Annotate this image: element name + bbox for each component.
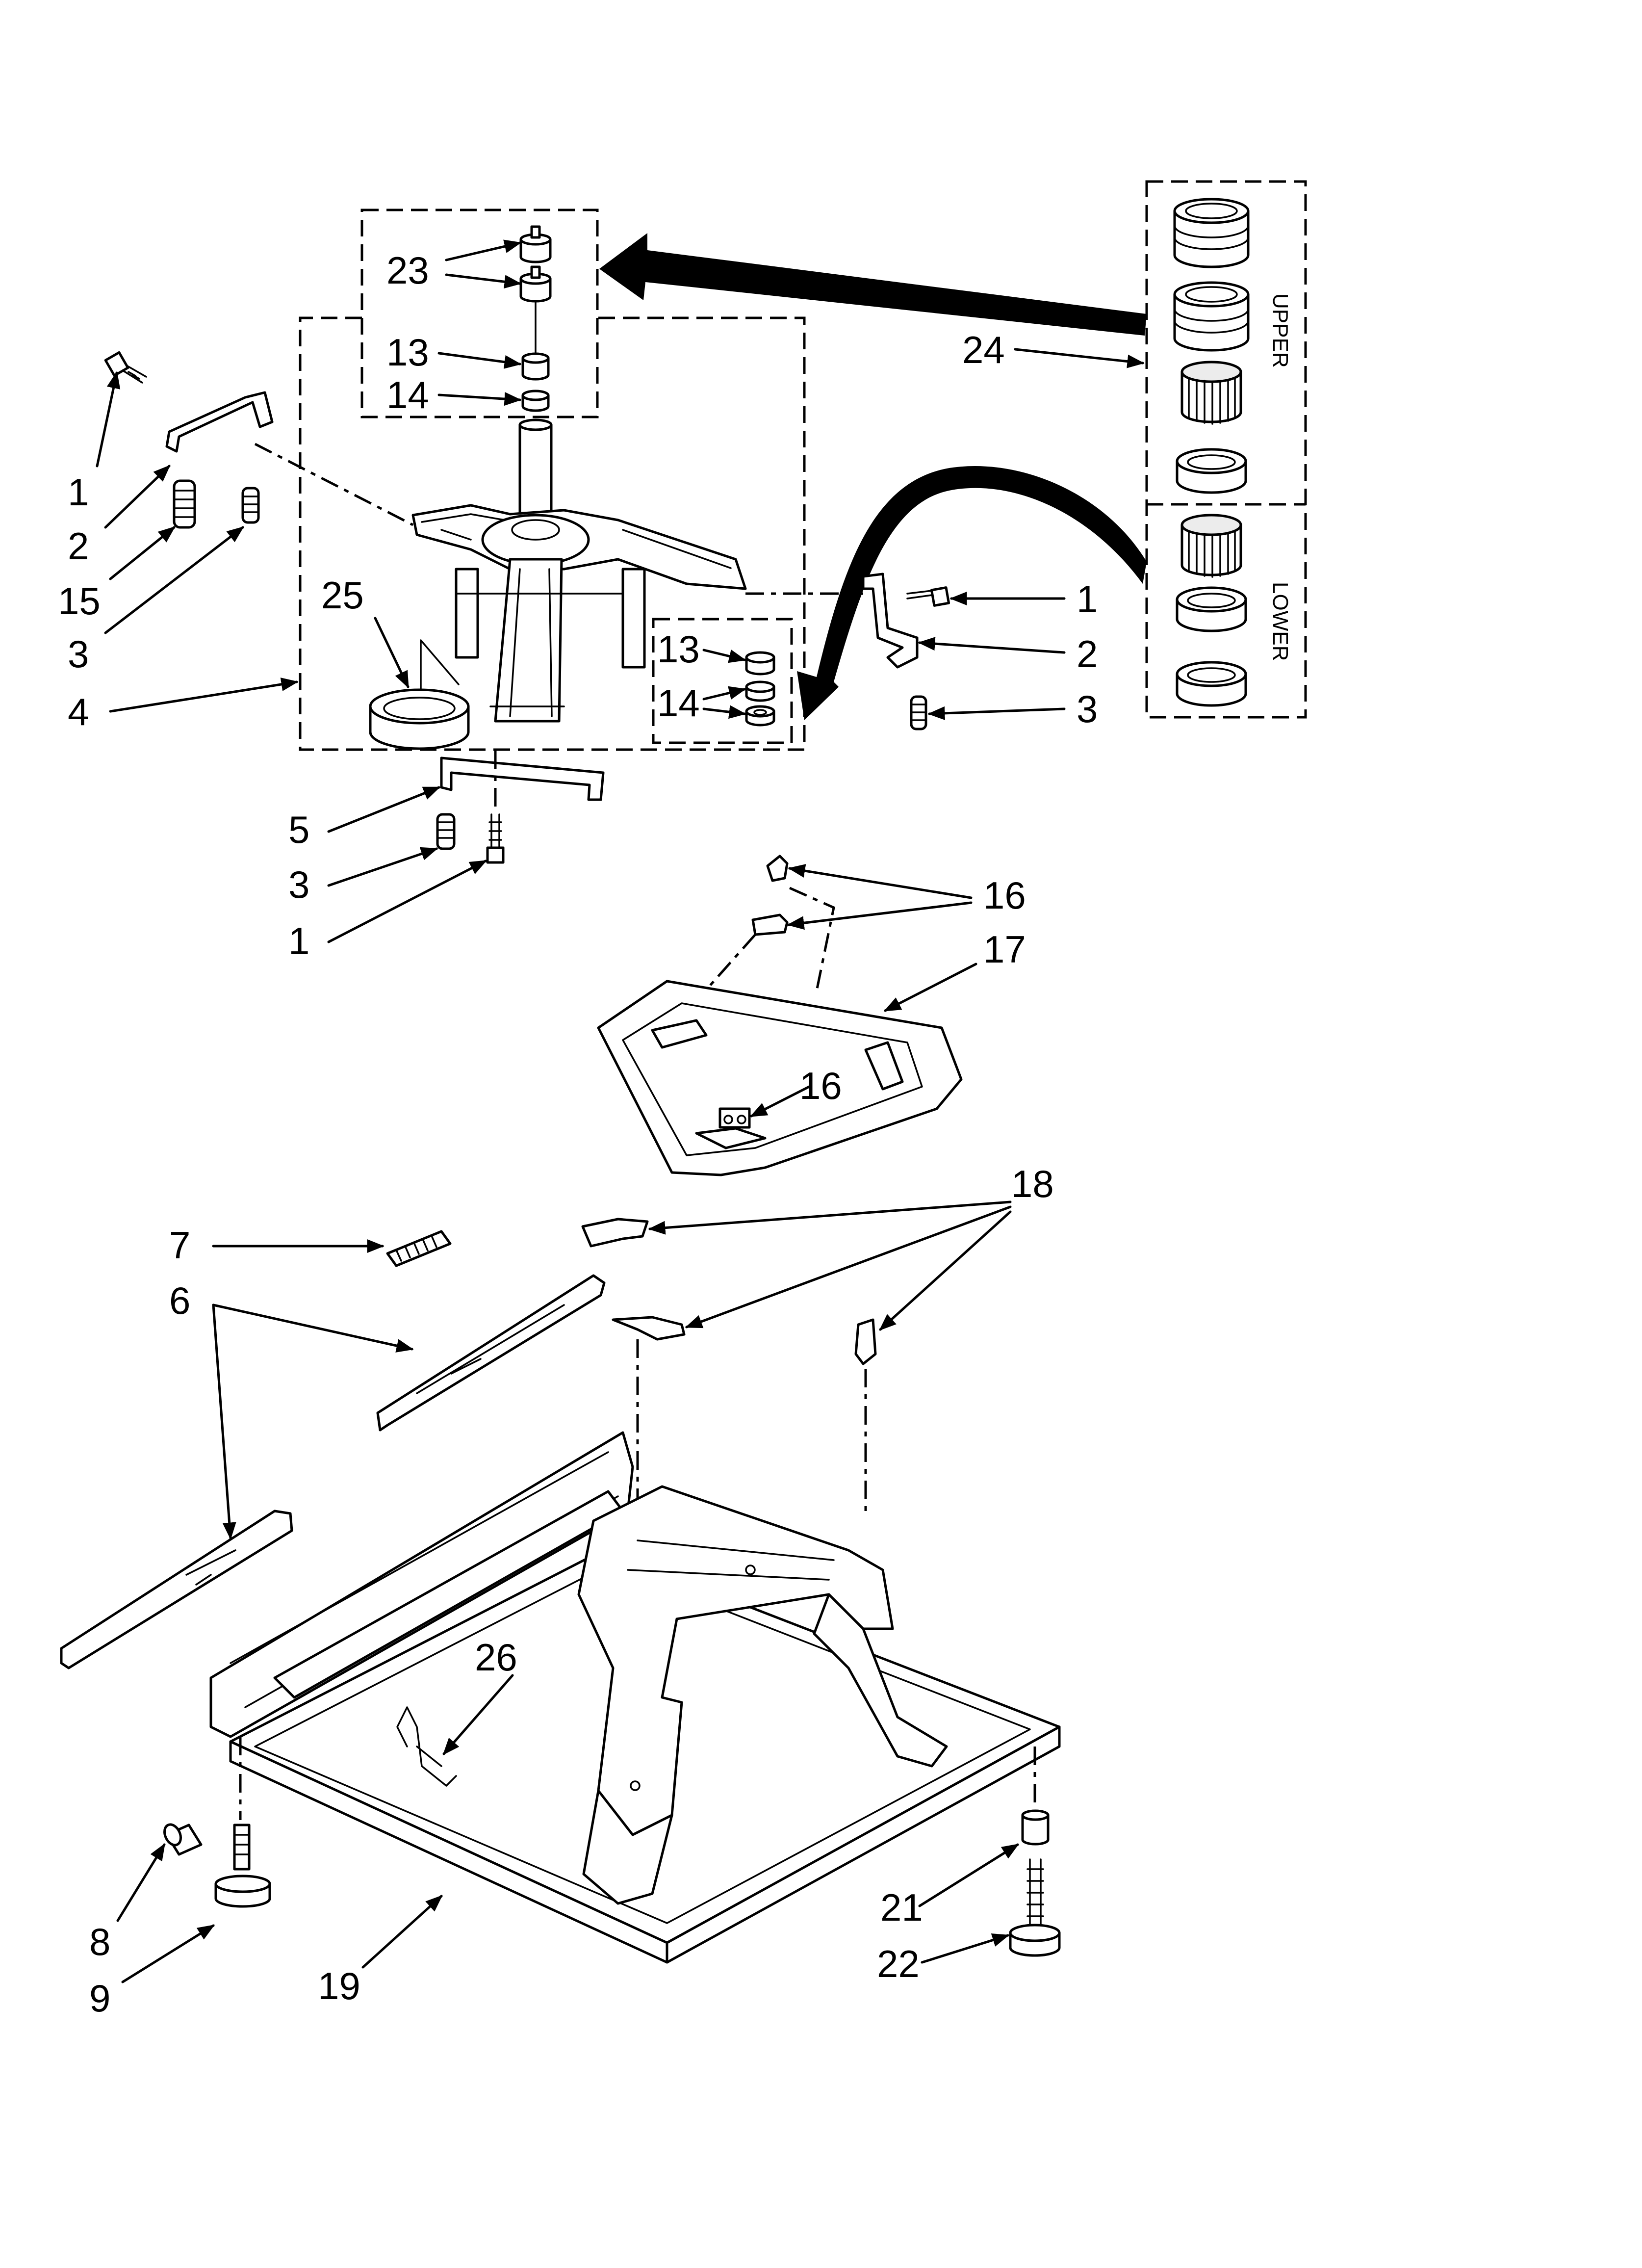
callout-4: 4 <box>68 690 89 733</box>
callout-13-upper: 13 <box>386 331 429 374</box>
right-spring-icon <box>910 695 927 730</box>
clip-18-c-icon <box>854 1318 877 1365</box>
callout-18: 18 <box>1011 1162 1054 1205</box>
hook-26-icon <box>396 1706 457 1787</box>
seal-pointer-line <box>420 639 460 690</box>
callout-1-right: 1 <box>1077 577 1098 621</box>
center-support-icon <box>597 980 963 1176</box>
lower-mount-washer-1-icon <box>745 680 775 702</box>
right-bolt-icon <box>906 586 950 607</box>
upper-gear-bushing-icon <box>1180 361 1242 425</box>
callout-3-bottom: 3 <box>288 863 309 906</box>
callout-labels: 23 13 14 24 1 2 15 3 25 4 13 14 1 2 3 5 … <box>58 249 1098 2020</box>
callout-6: 6 <box>169 1279 190 1322</box>
clip-16-top-icon <box>766 855 789 882</box>
repair-kit-panel <box>1145 180 1307 719</box>
callout-7: 7 <box>169 1224 190 1267</box>
left-spring-3-icon <box>241 487 260 524</box>
clip-18-b-icon <box>612 1316 686 1341</box>
callout-21: 21 <box>880 1886 923 1929</box>
clip-16-dash-2 <box>695 934 756 1002</box>
callout-14-upper: 14 <box>386 373 429 417</box>
callout-9: 9 <box>89 1977 110 2020</box>
left-bracket-dash <box>254 443 414 526</box>
upper-mount-bushing-2-icon <box>519 265 552 354</box>
callout-3-right: 3 <box>1077 687 1098 730</box>
seal-ring-icon <box>369 688 470 750</box>
right-bracket-icon <box>862 573 919 669</box>
callout-14-lower: 14 <box>657 681 700 725</box>
callout-1-left: 1 <box>68 470 89 514</box>
callout-22: 22 <box>877 1942 920 1985</box>
upper-kit-arrow <box>599 233 1147 336</box>
callout-8: 8 <box>89 1920 110 1963</box>
upper-mount-washer-icon <box>521 390 550 412</box>
callout-2-left: 2 <box>68 524 89 568</box>
upper-label: UPPER <box>1268 293 1292 368</box>
upper-mount-spacer-icon <box>521 352 550 381</box>
lower-bolt-icon <box>486 813 505 864</box>
upper-ring-1-icon <box>1173 198 1250 268</box>
clip-16-mid-icon <box>751 913 789 936</box>
suspension-assembly-icon <box>411 418 747 723</box>
callout-25: 25 <box>321 574 364 617</box>
callout-16-top: 16 <box>983 874 1026 917</box>
spacer-21-icon <box>1021 1809 1050 1846</box>
callout-2-right: 2 <box>1077 632 1098 676</box>
lower-spring-icon <box>436 813 456 850</box>
lower-bracket-icon <box>440 756 605 801</box>
spring-7-icon <box>386 1230 452 1267</box>
clip-16-lower-icon <box>718 1107 751 1129</box>
lower-seat-ring-2-icon <box>1176 661 1247 707</box>
clip-18-a-icon <box>581 1218 649 1248</box>
pin-8-icon <box>163 1823 203 1856</box>
rail-6-lower-icon <box>60 1510 293 1669</box>
leader-arrows <box>96 239 1145 1983</box>
upper-seat-ring-icon <box>1176 448 1247 494</box>
lower-mount-bushing-icon <box>745 651 775 676</box>
lower-label: LOWER <box>1268 582 1292 661</box>
callout-19: 19 <box>318 1964 360 2007</box>
callout-3-left: 3 <box>68 632 89 676</box>
leveling-screw-22-icon <box>1009 1858 1061 1957</box>
suspension-assembly-box <box>299 316 806 751</box>
callout-13-lower: 13 <box>657 627 700 671</box>
callout-5: 5 <box>288 808 309 851</box>
lower-seat-ring-1-icon <box>1176 586 1247 632</box>
callout-23: 23 <box>386 249 429 292</box>
left-bolt-icon <box>104 351 147 384</box>
callout-17: 17 <box>983 928 1026 971</box>
lower-kit-arrow <box>797 466 1147 720</box>
lower-mount-box <box>652 618 793 744</box>
rail-6-upper-icon <box>376 1274 606 1432</box>
upper-mount-bushing-1-icon <box>519 225 552 263</box>
callout-15: 15 <box>58 579 101 623</box>
callout-24: 24 <box>962 328 1005 371</box>
callout-26: 26 <box>475 1636 517 1679</box>
leveling-foot-9-icon <box>214 1824 271 1908</box>
lower-mount-washer-2-icon <box>745 705 775 727</box>
callout-1-bottom: 1 <box>288 919 309 963</box>
lower-gear-bushing-icon <box>1180 514 1242 578</box>
left-bracket-icon <box>165 391 274 453</box>
upper-ring-2-icon <box>1173 281 1250 352</box>
base-frame-icon <box>209 1431 1061 1964</box>
left-spring-15-icon <box>173 479 196 529</box>
callout-16-center: 16 <box>799 1064 842 1107</box>
clip-16-dash <box>789 886 835 991</box>
